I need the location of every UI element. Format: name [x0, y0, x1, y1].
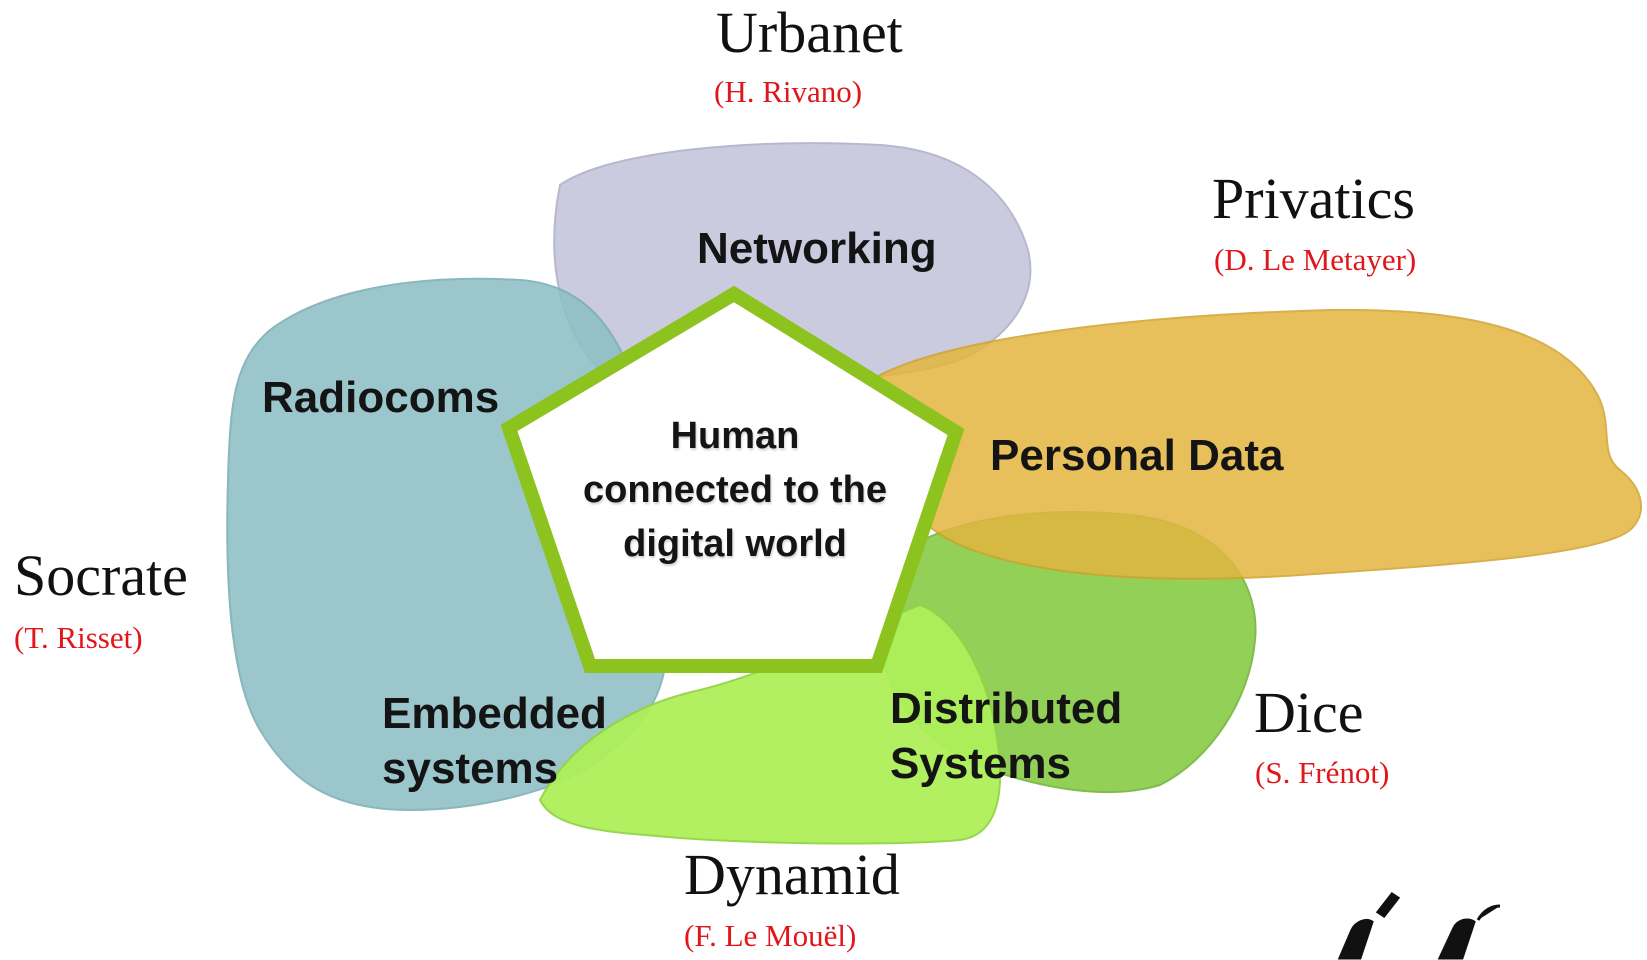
topic-embedded-line-1: Embedded	[382, 689, 607, 738]
logo-fragment	[1337, 891, 1501, 960]
team-dice-lead: (S. Frénot)	[1255, 755, 1390, 790]
team-dynamid-name: Dynamid	[684, 842, 900, 907]
center-line-1: Human	[670, 415, 800, 457]
team-dynamid-lead: (F. Le Mouël)	[684, 918, 857, 953]
center-line-2: connected to the	[582, 468, 888, 511]
topic-distributed-line-2: Systems	[890, 739, 1072, 788]
topic-distributed-systems: Distributed Systems	[890, 681, 1122, 791]
team-privatics-name: Privatics	[1212, 166, 1415, 231]
team-socrate-name: Socrate	[14, 543, 188, 608]
topic-distributed-line-1: Distributed	[890, 684, 1123, 733]
topic-radiocoms: Radiocoms	[262, 373, 500, 422]
topic-networking: Networking	[697, 224, 937, 273]
personal-data-blob	[874, 308, 1643, 580]
topic-embedded-systems: Embedded systems	[382, 686, 607, 796]
topic-personal-data: Personal Data	[990, 431, 1284, 480]
center-label: Human connected to the digital world	[520, 410, 950, 572]
team-privatics-lead: (D. Le Metayer)	[1214, 242, 1417, 277]
center-pentagon	[500, 285, 965, 673]
team-dice-name: Dice	[1254, 680, 1364, 745]
topic-embedded-line-2: systems	[382, 744, 559, 793]
team-urbanet-lead: (H. Rivano)	[714, 74, 863, 109]
center-line-3: digital world	[623, 522, 847, 565]
embedded-blob	[538, 603, 1002, 845]
team-socrate-lead: (T. Risset)	[14, 620, 143, 655]
team-urbanet-name: Urbanet	[716, 0, 903, 65]
